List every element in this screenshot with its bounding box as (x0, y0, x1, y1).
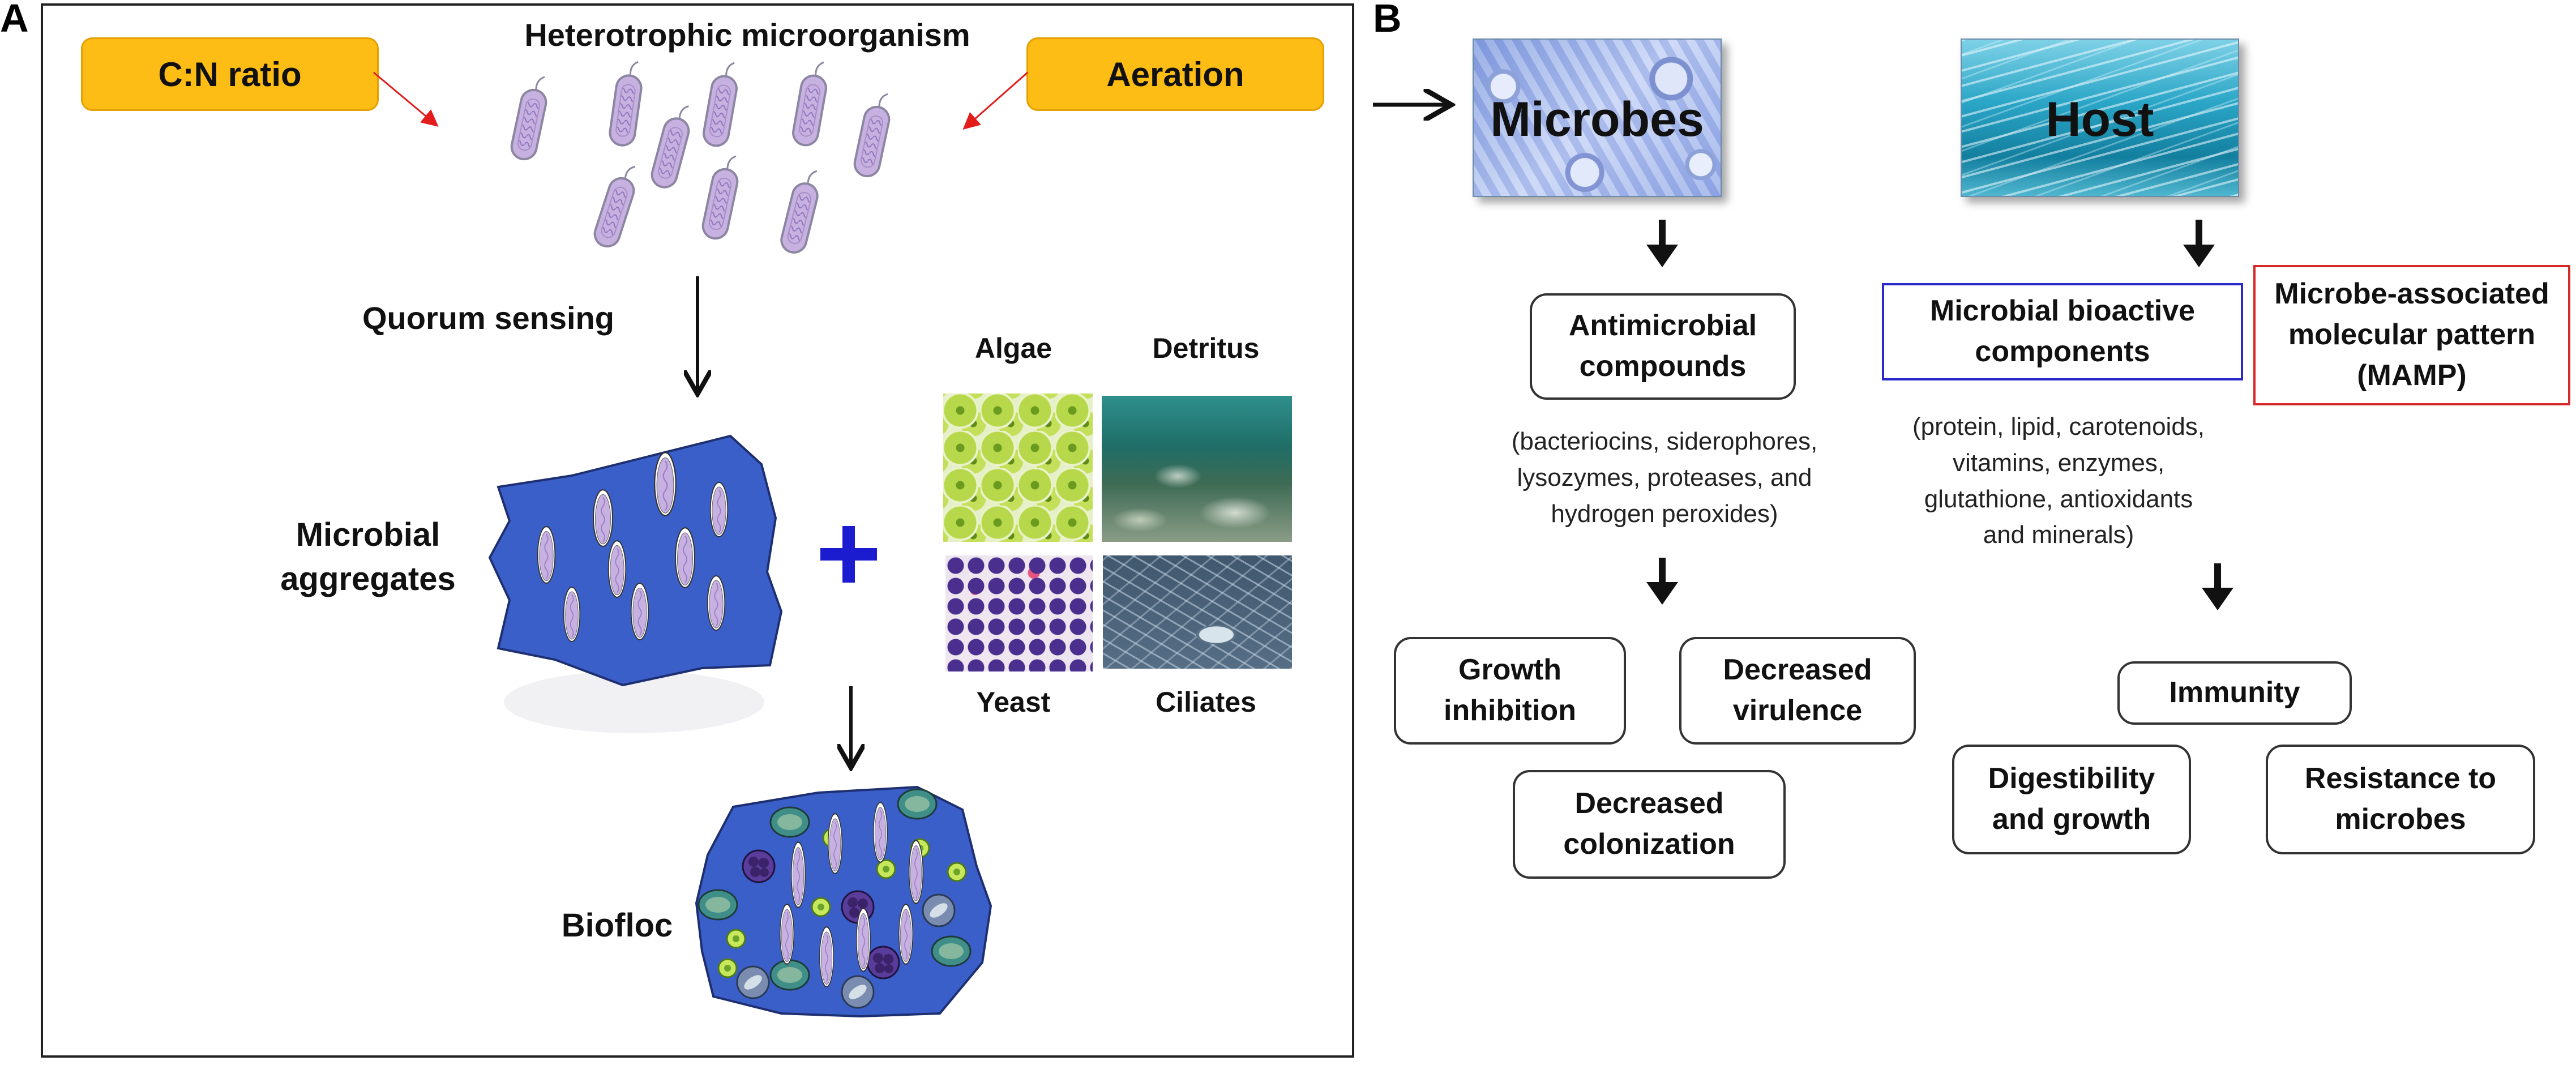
antimicrobial-line2: compounds (1579, 350, 1747, 383)
bioactive-line1: Microbial bioactive (1929, 294, 2196, 328)
immunity-label: Immunity (2169, 676, 2300, 709)
aeration-arrow (962, 71, 1028, 130)
mamp-box: Microbe-associated molecular pattern (MA… (2253, 265, 2570, 405)
decreased-virulence-box: Decreased virulence (1679, 637, 1916, 745)
antimicrobial-box: Antimicrobial compounds (1530, 293, 1796, 400)
resistance-line2: microbes (2335, 803, 2466, 836)
immunity-box: Immunity (2117, 661, 2352, 725)
aggregates-label-line2: aggregates (280, 561, 456, 597)
microbes-banner: Microbes (1473, 39, 1722, 197)
host-title: Host (2046, 92, 2154, 147)
growth-line1: Growth (1458, 653, 1561, 687)
growth-inhibition-box: Growth inhibition (1394, 637, 1626, 745)
resistance-line1: Resistance to (2304, 762, 2497, 795)
yeast-photo (945, 555, 1093, 671)
antimicrobial-note-line: lysozymes, proteases, and (1517, 463, 1812, 491)
aeration-box: Aeration (1026, 37, 1324, 111)
microbial-aggregate (488, 434, 783, 733)
yeast-label: Yeast (976, 686, 1051, 718)
quorum-sensing-label: Quorum sensing (362, 300, 614, 336)
aggregates-label-line1: Microbial (296, 516, 440, 553)
biofloc-label: Biofloc (561, 907, 673, 944)
digestibility-line1: Digestibility (1988, 762, 2155, 795)
mamp-line1: Microbe-associated (2274, 277, 2549, 311)
antimicrobial-note-line: hydrogen peroxides) (1551, 499, 1778, 528)
bioactive-box: Microbial bioactive components (1882, 283, 2243, 380)
bioactive-line2: components (1975, 335, 2150, 368)
ciliates-photo (1103, 555, 1292, 669)
bioactive-note-line: (protein, lipid, carotenoids, (1912, 413, 2205, 440)
panel-a-frame (41, 3, 1354, 1058)
resistance-box: Resistance to microbes (2266, 745, 2535, 854)
host-down-arrow (2183, 245, 2215, 267)
plus-sign (820, 526, 877, 583)
colonization-line1: Decreased (1574, 787, 1724, 820)
antimicrobial-note-line: (bacteriocins, siderophores, (1511, 427, 1818, 455)
cn-ratio-box: C:N ratio (81, 37, 379, 111)
mamp-line2: molecular pattern (2288, 318, 2536, 352)
antimicrobial-down-arrow (1646, 582, 1678, 605)
panel-b-letter: B (1373, 0, 1402, 40)
mamp-line3: (MAMP) (2357, 358, 2467, 392)
detritus-label: Detritus (1152, 332, 1260, 364)
ciliates-label: Ciliates (1156, 686, 1256, 718)
digestibility-box: Digestibility and growth (1952, 745, 2191, 854)
algae-photo (943, 394, 1093, 542)
panel-a-letter: A (0, 0, 29, 40)
antimicrobial-note: (bacteriocins, siderophores, lysozymes, … (1483, 424, 1846, 532)
bioactive-note-line: and minerals) (1983, 521, 2134, 549)
cn-ratio-arrow (373, 71, 439, 127)
bioactive-note-line: vitamins, enzymes, (1952, 448, 2165, 477)
bioactive-note-line: glutathione, antioxidants (1924, 485, 2193, 513)
microbes-down-arrow (1646, 245, 1678, 267)
biofloc-cluster (695, 785, 992, 1018)
growth-line2: inhibition (1444, 694, 1576, 727)
heterotrophic-title: Heterotrophic microorganism (524, 17, 970, 53)
algae-label: Algae (974, 332, 1052, 364)
virulence-line2: virulence (1732, 694, 1863, 727)
bioactive-down-arrow (2202, 588, 2233, 610)
bioactive-note: (protein, lipid, carotenoids, vitamins, … (1877, 409, 2240, 553)
antimicrobial-line1: Antimicrobial (1568, 309, 1757, 343)
host-banner: Host (1961, 39, 2239, 197)
colonization-line2: colonization (1563, 828, 1735, 861)
detritus-photo (1102, 396, 1292, 542)
microbes-title: Microbes (1490, 92, 1704, 147)
decreased-colonization-box: Decreased colonization (1513, 770, 1786, 879)
digestibility-line2: and growth (1992, 803, 2151, 836)
virulence-line1: Decreased (1723, 653, 1872, 687)
